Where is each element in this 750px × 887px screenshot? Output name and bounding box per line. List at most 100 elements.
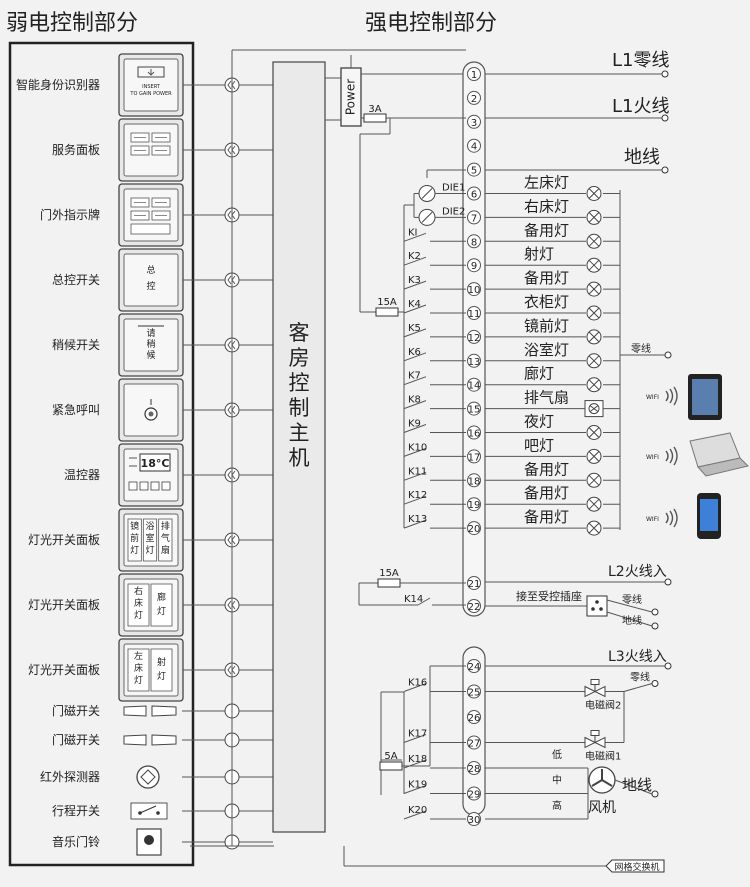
relay-contact [403,785,427,794]
panel-switch-char: 右 [134,585,143,597]
terminal-7 [467,210,481,225]
terminal-number: 18 [468,476,481,487]
panel-switch-char: 室 [145,532,154,544]
relay-contact [403,447,427,457]
panel-switch-char: 镜 [130,520,139,532]
terminal-number: 8 [471,237,477,248]
terminal-number: 26 [468,713,481,724]
relay-contact [403,232,427,242]
relay-label: K4 [408,299,421,310]
panel-text: 稍 [146,338,155,350]
relay-label: K6 [408,347,421,358]
thermostat-readout: 18°C [141,457,170,470]
terminal-28 [467,761,481,775]
terminal-number: 28 [468,764,481,775]
pir-sensor-icon [136,765,160,789]
panel-switch-char: 气 [161,532,170,544]
fuse-3a [363,113,387,123]
terminal-17 [467,449,481,464]
terminal-number: 22 [468,602,481,613]
relay-label: K2 [408,251,421,262]
fan-speed-label: 高 [552,799,562,812]
fuse-5a-label: 5A [384,751,397,762]
device-label: 灯光开关面板 [28,533,100,547]
load-label: 浴室灯 [524,341,569,359]
relay-label: K12 [408,490,427,501]
device-label: 总控开关 [52,273,100,287]
l2-live-in: L2火线入 [608,564,667,580]
supply-line-label: 地线 [624,147,660,168]
device-magnet [123,705,177,717]
device-bell [136,828,162,856]
terminal-2 [467,90,481,105]
terminal-10 [467,282,481,297]
device-label: 门磁开关 [52,703,100,718]
panel-switch-char: 灯 [157,606,166,617]
terminal-number: 9 [471,261,477,272]
terminal-number: 15 [468,405,481,416]
terminal-number: 20 [468,524,481,535]
panel-switch-char: 灯 [145,545,154,556]
terminal-18 [467,473,481,488]
fan-speed-label: 中 [552,774,562,787]
terminal-29 [467,786,481,801]
relay-contact [403,424,427,433]
relay-contact [403,400,427,410]
terminals: 1234567891011121314151617181920212224252… [467,67,481,826]
relay-contact [403,471,427,481]
card-reader-text: INSERT [142,84,161,90]
relay-contact [403,352,427,362]
relay-label: K11 [408,466,427,477]
hvac-relay-label: K17 [408,729,427,740]
panel-switch-char: 床 [134,662,143,674]
room-host-label: 客房控制主机 [289,321,310,470]
terminal-number: 2 [471,94,477,105]
relay-label: K5 [408,323,421,334]
terminal-16 [467,425,481,440]
device-panel-text2: 请稍候 [118,313,184,377]
load-label: 右床灯 [524,197,569,215]
device-label: 门外指示牌 [40,207,100,222]
panel-switch-char: 灯 [157,671,166,682]
terminal-5 [467,162,481,177]
terminal-number: 21 [468,579,481,590]
terminal-8 [467,234,481,249]
terminal-14 [467,377,481,392]
load-label: 廊灯 [524,365,554,383]
fuse-15a-socket [377,578,401,588]
terminal-number: 3 [471,118,477,129]
relay-label: K13 [408,514,427,525]
relay-k14-label: K14 [404,594,423,605]
panel-text: 请 [146,327,155,339]
relay-label: KI [408,227,418,238]
device-panel-text: 总控 [118,248,184,312]
terminal-25 [467,684,481,699]
load-label: 衣柜灯 [524,293,569,311]
hvac-relay-label: K18 [408,754,427,765]
terminal-9 [467,258,481,273]
terminal-number: 5 [471,166,477,177]
device-label: 行程开关 [52,803,100,818]
load-label: 排气扇 [524,389,569,407]
hvac-relay-label: K19 [408,780,427,791]
relay-label: K9 [408,419,421,430]
fuse-3a-label: 3A [368,104,381,115]
load-label: 左床灯 [524,174,569,192]
terminal-number: 7 [471,213,477,224]
load-label: 备用灯 [524,221,569,239]
terminal-number: 10 [468,285,481,296]
power-label: Power [344,79,358,115]
load-label: 夜灯 [524,413,554,431]
terminal-21 [467,576,481,590]
relay-contact [403,280,427,290]
terminal-20 [467,521,481,536]
terminal-number: 16 [468,429,481,440]
strong-section-title: 强电控制部分 [365,11,497,36]
